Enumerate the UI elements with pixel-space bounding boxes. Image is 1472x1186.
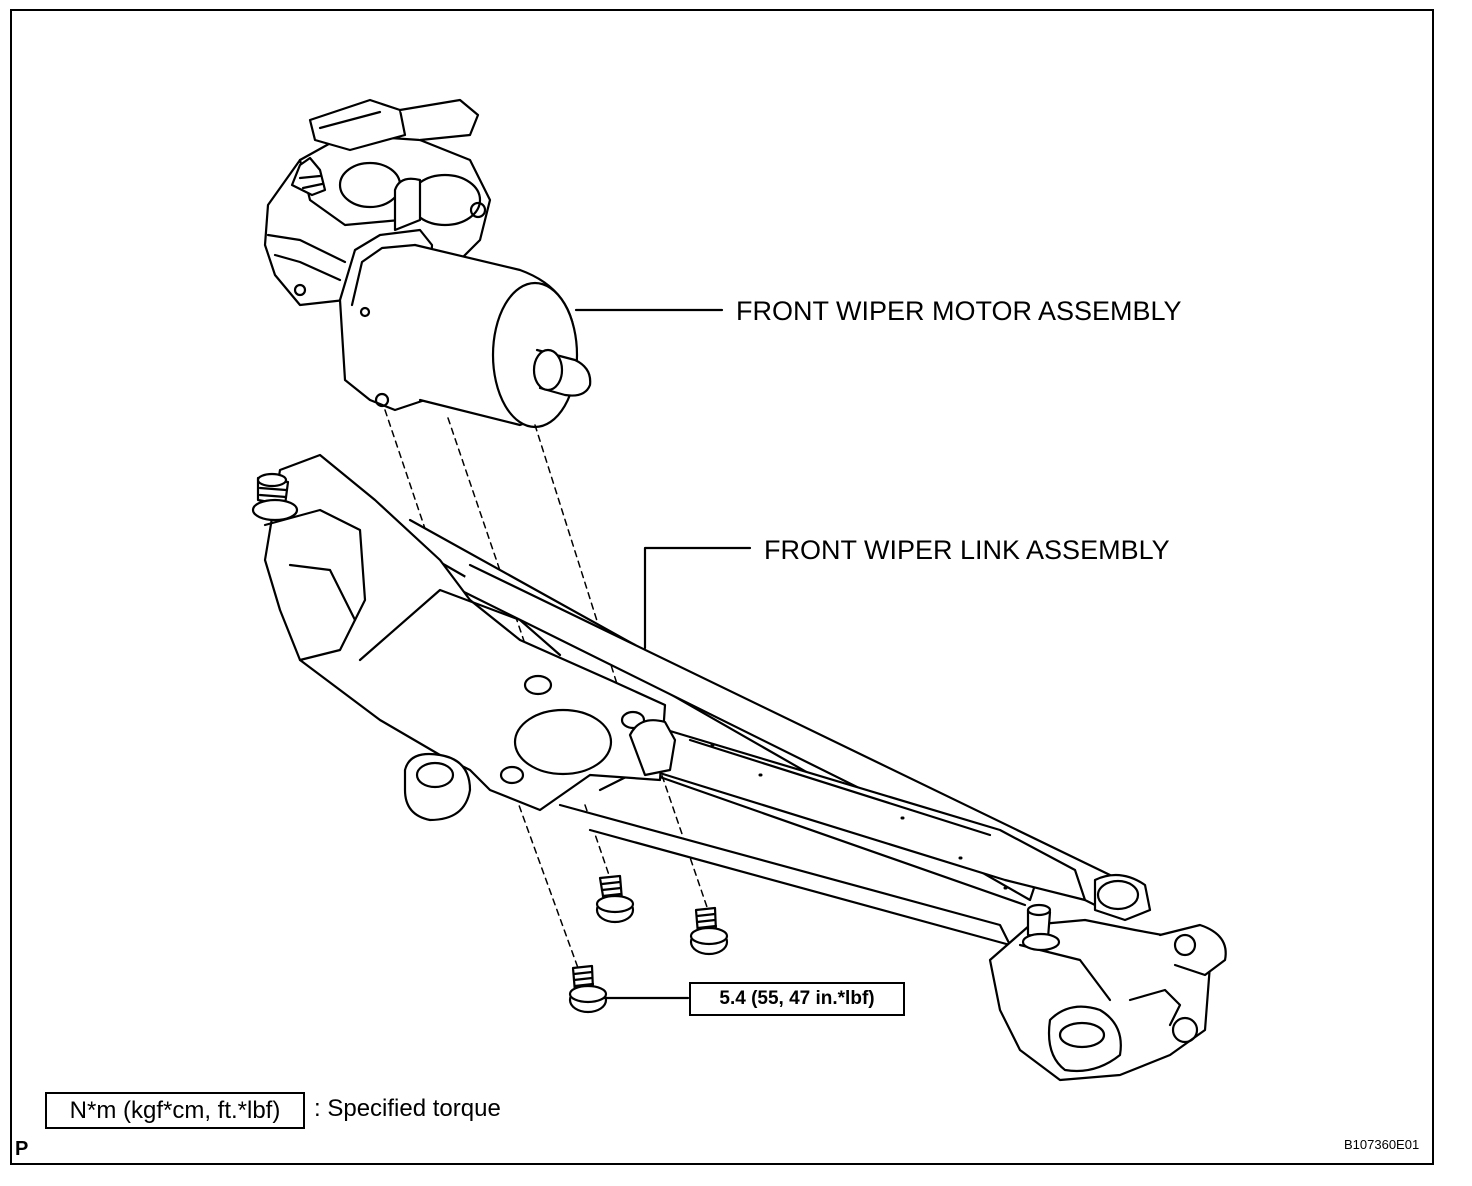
wiper-motor-drawing [263, 98, 592, 429]
front-wiper-motor-assembly-label: FRONT WIPER MOTOR ASSEMBLY [736, 296, 1182, 326]
torque-unit-legend-box: N*m (kgf*cm, ft.*lbf) [45, 1092, 305, 1129]
torque-value-box: 5.4 (55, 47 in.*lbf) [689, 982, 905, 1016]
front-wiper-link-assembly-label: FRONT WIPER LINK ASSEMBLY [764, 535, 1170, 565]
link-leader-line [643, 546, 752, 650]
bolt-1 [595, 874, 635, 924]
diagram-frame [10, 9, 1434, 1165]
torque-legend-description: : Specified torque [314, 1095, 501, 1122]
bolt-3 [568, 964, 608, 1014]
wiper-link-drawing [251, 453, 1227, 1082]
section-letter: P [15, 1138, 29, 1160]
bolt-2 [689, 906, 729, 956]
figure-code: B107360E01 [1344, 1137, 1420, 1152]
